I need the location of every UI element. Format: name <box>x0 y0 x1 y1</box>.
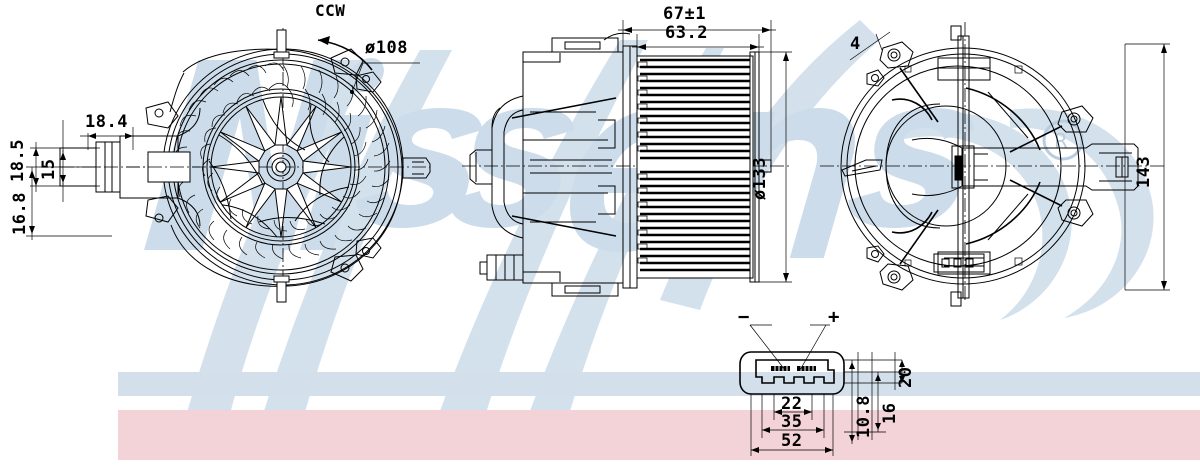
label-dim-67-plusminus-1: 67±1 <box>663 4 706 24</box>
label-dim-16-8: 16.8 <box>10 192 30 235</box>
label-dim-18-4: 18.4 <box>85 112 128 132</box>
svg-text:R: R <box>1054 129 1068 153</box>
view-front-impeller <box>26 28 431 303</box>
label-rotation-ccw: CCW <box>315 1 346 20</box>
view-connector-detail <box>739 324 905 456</box>
label-dim-35: 35 <box>781 412 803 432</box>
label-diameter-133: ø133 <box>750 157 770 200</box>
bar-pink <box>118 410 1200 460</box>
view-side-section <box>462 20 792 297</box>
label-terminal-negative: − <box>738 306 750 328</box>
label-dim-10-8: 10.8 <box>854 395 874 438</box>
label-terminal-positive: + <box>828 306 840 328</box>
label-dim-18-5: 18.5 <box>8 139 28 182</box>
fan-cage <box>636 51 760 283</box>
label-dim-22: 22 <box>781 394 803 414</box>
label-dim-63-2: 63.2 <box>665 23 708 43</box>
label-dim-15: 15 <box>39 158 59 180</box>
label-dim-4: 4 <box>850 34 861 54</box>
bar-blue <box>118 372 1200 396</box>
label-dim-52: 52 <box>781 431 803 451</box>
label-dim-20: 20 <box>896 366 916 388</box>
label-dim-143: 143 <box>1134 155 1154 188</box>
view-rear <box>820 22 1170 307</box>
label-diameter-108: ø108 <box>365 38 408 58</box>
label-dim-16: 16 <box>880 402 900 424</box>
